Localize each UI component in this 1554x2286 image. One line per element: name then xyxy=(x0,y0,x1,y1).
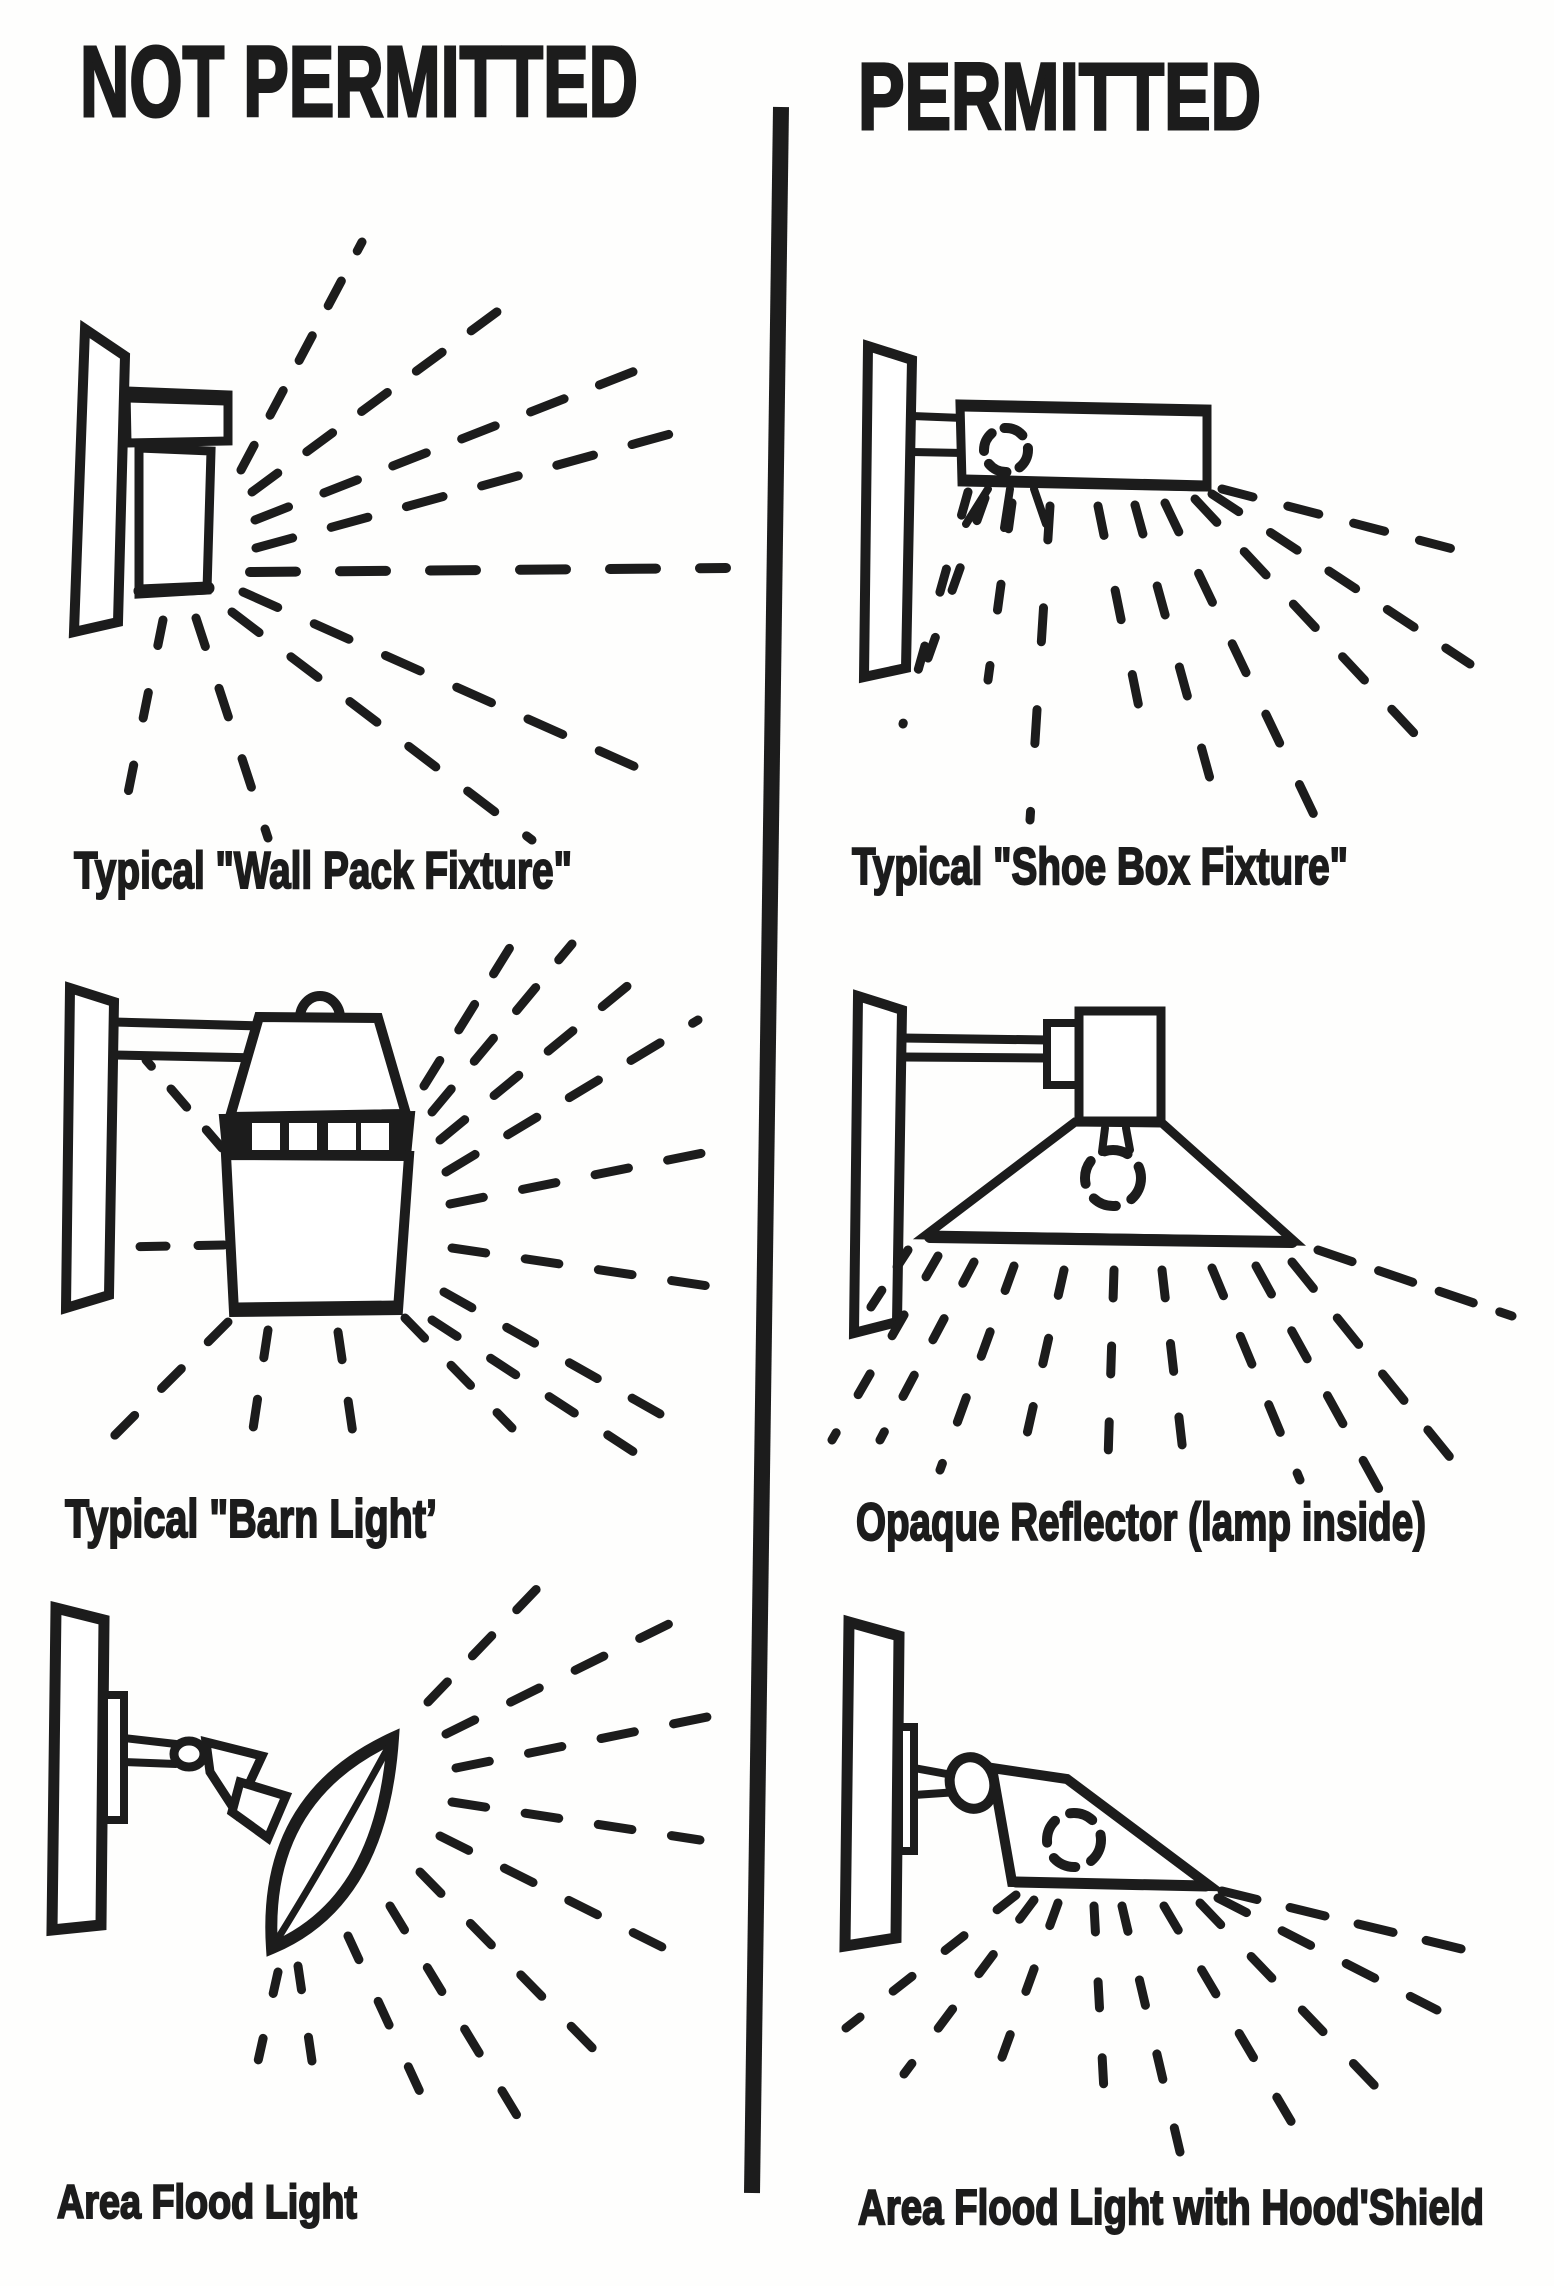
svg-text:Area Flood Light: Area Flood Light xyxy=(57,2175,357,2228)
svg-text:Typical "Shoe Box Fixture": Typical "Shoe Box Fixture" xyxy=(852,838,1348,896)
svg-text:Opaque Reflector (lamp inside): Opaque Reflector (lamp inside) xyxy=(856,1493,1426,1552)
svg-text:NOT PERMITTED: NOT PERMITTED xyxy=(80,26,638,138)
svg-text:Area Flood Light with Hood'Shi: Area Flood Light with Hood'Shield xyxy=(858,2181,1484,2235)
svg-text:PERMITTED: PERMITTED xyxy=(858,44,1261,150)
svg-text:Typical "Barn Light’: Typical "Barn Light’ xyxy=(65,1489,437,1549)
svg-text:Typical "Wall Pack Fixture": Typical "Wall Pack Fixture" xyxy=(74,842,572,900)
